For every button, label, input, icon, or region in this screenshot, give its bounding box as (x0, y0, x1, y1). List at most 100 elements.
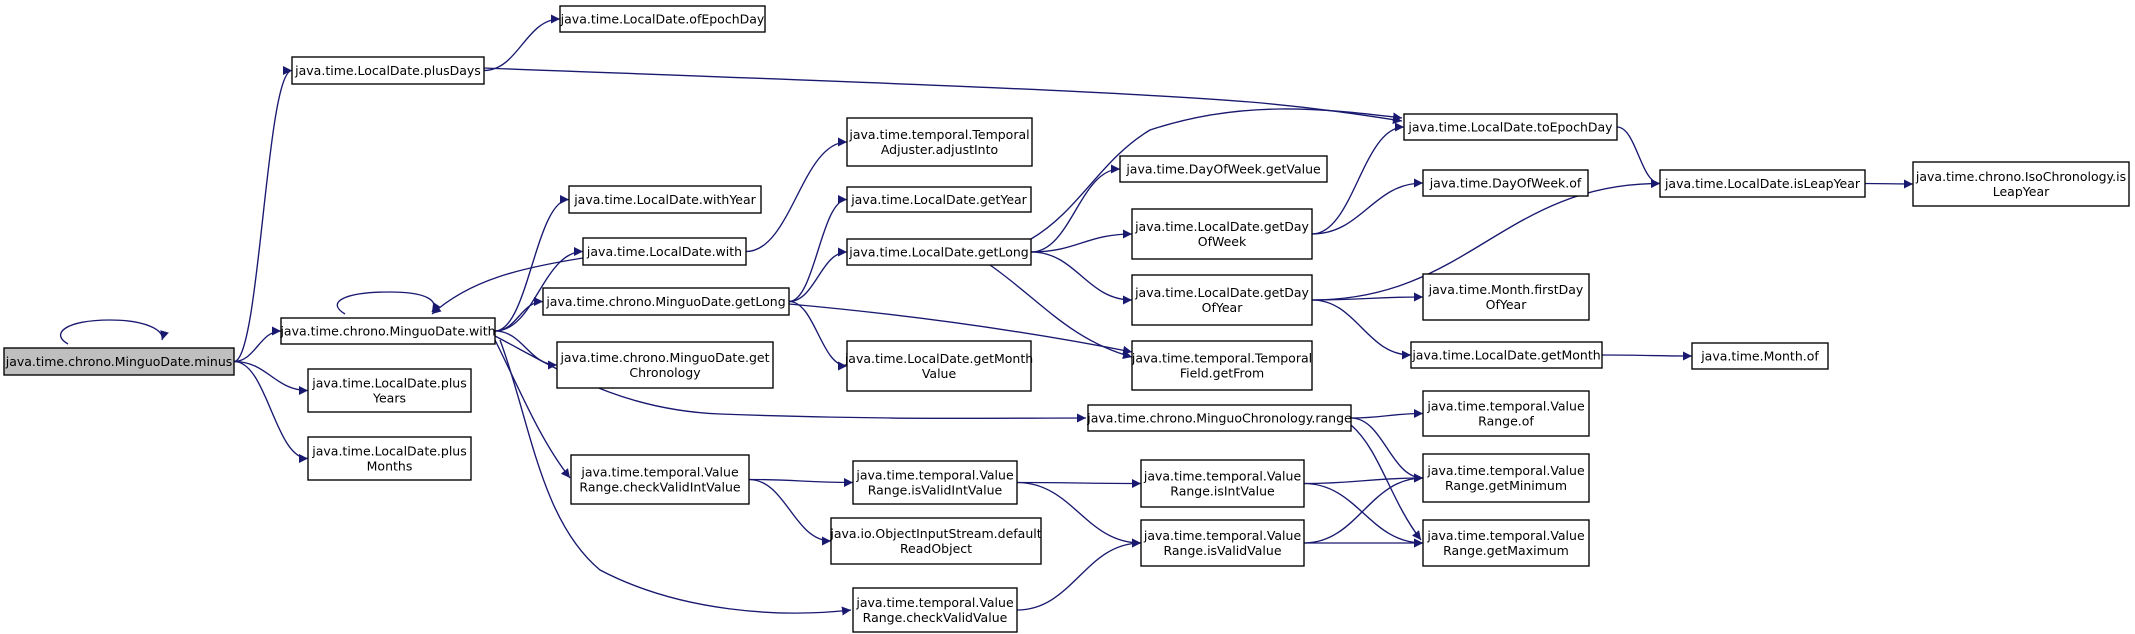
edge-n16-to-n17 (1311, 292, 1424, 302)
node-n1[interactable]: java.time.LocalDate.ofEpochDay (559, 5, 766, 33)
edge-n25-to-n24 (1350, 409, 1424, 419)
node-box (559, 5, 766, 33)
node-label-line: ReadObject (900, 541, 972, 556)
node-box (1140, 519, 1305, 567)
node-label-line: LeapYear (1993, 184, 2050, 199)
node-n12[interactable]: java.time.LocalDate.getLong (846, 238, 1032, 266)
node-box (852, 460, 1018, 505)
node-n6[interactable]: java.time.LocalDate.isLeapYear (1659, 169, 1866, 198)
node-n25[interactable]: java.time.chrono.MinguoChronology.range (1086, 404, 1352, 432)
node-n21[interactable]: java.time.LocalDate.getMonth (1410, 341, 1603, 369)
node-n18[interactable]: java.time.chrono.MinguoDate.getChronolog… (556, 341, 774, 389)
edge-n6-to-n7 (1864, 179, 1914, 189)
node-label-line: Range.of (1478, 414, 1534, 429)
node-box (846, 340, 1032, 392)
node-label-line: java.time.LocalDate.with (586, 244, 742, 259)
node-n0[interactable]: java.time.chrono.MinguoDate.minus (3, 347, 235, 376)
node-label-line: Range.isIntValue (1170, 484, 1275, 499)
node-label-line: java.time.temporal.Value (1426, 399, 1585, 414)
edge-n13-to-n10 (1311, 178, 1424, 235)
node-label-line: Range.getMaximum (1443, 543, 1569, 558)
node-label-line: java.time.Month.of (1700, 349, 1819, 364)
edge-n0-to-n26 (233, 360, 309, 463)
edge-n0-to-n2 (233, 66, 293, 363)
node-box (1087, 404, 1352, 432)
node-n31[interactable]: java.io.ObjectInputStream.defaultReadObj… (829, 517, 1042, 565)
node-box (3, 347, 235, 376)
edge-n12-to-n16 (1030, 251, 1133, 305)
node-label-line: java.time.temporal.Value (855, 468, 1014, 483)
node-label-line: OfYear (1202, 300, 1244, 315)
node-box (1912, 161, 2130, 207)
node-n28[interactable]: java.time.temporal.ValueRange.isValidInt… (852, 460, 1018, 505)
node-box (1131, 274, 1313, 326)
node-n32[interactable]: java.time.temporal.ValueRange.isValidVal… (1140, 519, 1305, 567)
node-label-line: java.time.DayOfWeek.getValue (1125, 162, 1321, 177)
node-n14[interactable]: java.time.chrono.MinguoDate.getLong (542, 287, 790, 316)
node-n27[interactable]: java.time.temporal.ValueRange.checkValid… (570, 454, 750, 505)
node-box (1659, 169, 1866, 198)
node-label-line: java.time.LocalDate.getDay (1134, 285, 1309, 300)
node-label-line: java.time.temporal.Value (855, 595, 1014, 610)
node-box (1131, 340, 1313, 391)
node-n9[interactable]: java.time.LocalDate.getYear (846, 186, 1032, 213)
node-label-line: java.time.chrono.MinguoDate.with (279, 324, 495, 339)
node-n15[interactable]: java.time.chrono.MinguoDate.with (279, 317, 496, 345)
node-box (1422, 273, 1590, 321)
node-box (1403, 113, 1618, 141)
node-label-line: Range.isValidIntValue (868, 483, 1003, 498)
edge-n28-to-n29 (1016, 478, 1142, 488)
node-label-line: OfWeek (1198, 234, 1247, 249)
node-label-line: Range.checkValidValue (863, 610, 1008, 625)
node-n4[interactable]: java.time.temporal.TemporalAdjuster.adju… (846, 117, 1033, 167)
edge-n14-to-n20 (788, 303, 1133, 355)
node-box (1422, 453, 1590, 503)
node-n34[interactable]: java.time.temporal.ValueRange.checkValid… (852, 587, 1018, 633)
node-label-line: java.time.LocalDate.plusDays (294, 63, 481, 78)
node-label-line: java.time.temporal.Temporal (1131, 351, 1312, 366)
node-n7[interactable]: java.time.chrono.IsoChronology.isLeapYea… (1912, 161, 2130, 207)
edge-n12-to-n5 (1030, 164, 1121, 253)
node-label-line: java.time.LocalDate.getDay (1134, 219, 1309, 234)
edge-n13-to-n3 (1311, 122, 1405, 235)
node-box (1119, 155, 1328, 183)
node-label-line: java.time.chrono.MinguoDate.get (559, 350, 769, 365)
node-n5[interactable]: java.time.DayOfWeek.getValue (1119, 155, 1328, 183)
node-n11[interactable]: java.time.LocalDate.with (582, 237, 747, 266)
edge-n27-to-n31 (748, 478, 832, 546)
node-label-line: java.time.chrono.IsoChronology.is (1915, 169, 2126, 184)
node-label-line: java.time.LocalDate.getLong (848, 245, 1028, 260)
node-n2[interactable]: java.time.LocalDate.plusDays (291, 56, 485, 85)
node-box (307, 436, 472, 481)
node-n22[interactable]: java.time.Month.of (1691, 342, 1829, 370)
node-n8[interactable]: java.time.LocalDate.withYear (568, 185, 762, 214)
node-n10[interactable]: java.time.DayOfWeek.of (1422, 169, 1589, 197)
node-box (570, 454, 750, 505)
edge-n15-to-n8 (494, 195, 570, 332)
node-box (280, 317, 496, 345)
node-label-line: Chronology (629, 365, 701, 380)
node-box (846, 117, 1033, 167)
node-label-line: java.time.DayOfWeek.of (1429, 176, 1582, 191)
edge-n11-to-n4 (745, 137, 848, 253)
edge-n25-to-n33 (1350, 424, 1422, 541)
edge-n25-to-n30 (1350, 417, 1424, 483)
edge-n15-to-n15 (336, 291, 441, 315)
node-n3[interactable]: java.time.LocalDate.toEpochDay (1403, 113, 1618, 141)
node-label-line: java.io.ObjectInputStream.default (829, 526, 1041, 541)
node-label-line: java.time.temporal.Value (1143, 469, 1302, 484)
node-label-line: java.time.temporal.Value (1426, 463, 1585, 478)
node-box (852, 587, 1018, 633)
